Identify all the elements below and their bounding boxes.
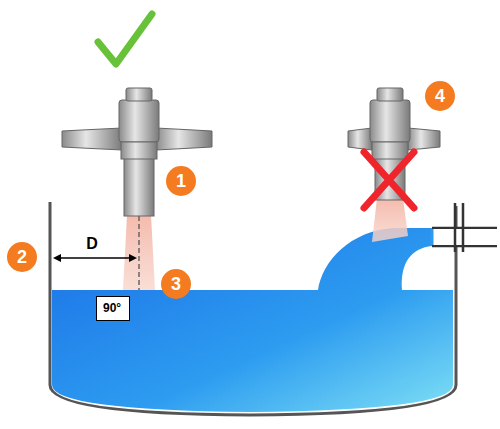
sensor-housing — [370, 100, 410, 142]
callout-number: 2 — [17, 248, 27, 266]
callout-circle — [161, 269, 191, 299]
callout-circle — [7, 242, 37, 272]
callout-circle — [166, 166, 196, 196]
cross-mark — [364, 152, 414, 208]
dimension-line — [55, 257, 135, 258]
sensor-flange-left — [62, 128, 122, 150]
sensor-cap — [377, 88, 403, 101]
sensor-collar — [121, 142, 157, 159]
check-mark — [98, 14, 152, 64]
angle-value: 90° — [103, 302, 123, 314]
liquid — [52, 228, 453, 412]
sensor-cap — [126, 88, 152, 101]
radar-beam — [372, 198, 408, 242]
pipe-mouth — [431, 229, 434, 245]
pipe-flange — [455, 203, 463, 252]
sensor-neck — [124, 158, 154, 216]
angle-box: 90° — [96, 296, 130, 321]
callout-circle — [425, 81, 455, 111]
callout-number: 1 — [176, 172, 186, 190]
dimension-label: D — [86, 236, 98, 252]
radar-beam — [123, 215, 155, 290]
sensor-flange-right — [156, 128, 212, 150]
inlet-pipe-inside — [432, 229, 497, 245]
center-line — [138, 216, 139, 290]
sensor-collar — [372, 142, 408, 159]
callout-number: 4 — [435, 87, 445, 105]
sensor-housing — [119, 100, 159, 142]
sensor-flange-right — [408, 128, 440, 150]
callout-number: 3 — [171, 275, 181, 293]
sensor-flange-left — [348, 128, 372, 150]
dimension-arrows — [53, 254, 137, 262]
inlet-pipe — [432, 228, 497, 246]
